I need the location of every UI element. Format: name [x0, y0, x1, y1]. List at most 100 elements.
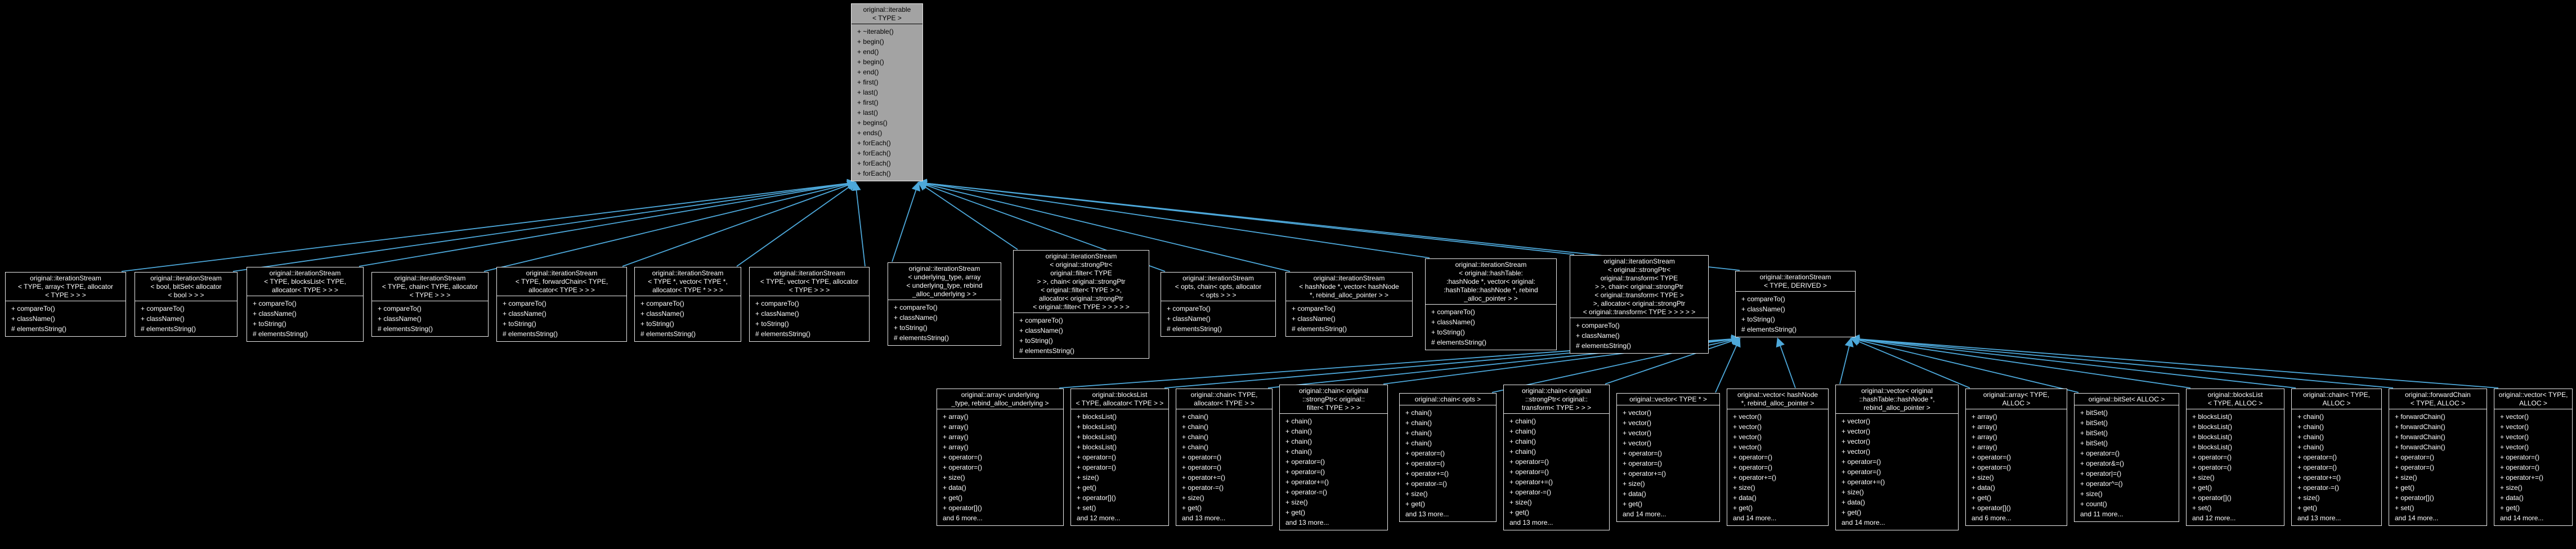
class-member: + vector() — [2500, 413, 2529, 421]
inheritance-edge — [1850, 334, 2499, 389]
class-node-m8[interactable]: original::iterationStream< underlying_ty… — [888, 262, 1001, 346]
class-member: + toString() — [640, 320, 674, 328]
class-node-m5[interactable]: original::iterationStream< TYPE, forward… — [496, 267, 627, 342]
class-member: and 13 more... — [1182, 514, 1226, 522]
class-member: + compareTo() — [1292, 305, 1336, 313]
class-member: + toString() — [894, 324, 928, 332]
class-member: + compareTo() — [1167, 305, 1211, 313]
class-node-b5[interactable]: original::chain< opts >+ chain()+ chain(… — [1399, 393, 1497, 522]
class-member: + first() — [857, 78, 879, 86]
class-members: + compareTo()+ className()+ toString()# … — [888, 300, 1001, 345]
class-member: + blocksList() — [2192, 413, 2233, 421]
class-node-b9[interactable]: original::vector< original::hashTable::h… — [1835, 385, 1959, 530]
class-node-b10[interactable]: original::array< TYPE,ALLOC >+ array()+ … — [1965, 389, 2067, 526]
class-node-b6[interactable]: original::chain< original::strongPtr< or… — [1503, 385, 1610, 530]
class-member: + className() — [1741, 305, 1785, 313]
class-member: + data() — [943, 484, 966, 492]
class-member: + chain() — [1182, 423, 1209, 431]
class-node-b12[interactable]: original::blocksList< TYPE, ALLOC >+ blo… — [2186, 389, 2284, 526]
class-node-m6[interactable]: original::iterationStream< TYPE *, vecto… — [634, 267, 741, 342]
class-title-line: < TYPE > > > — [45, 291, 86, 299]
class-member: + array() — [943, 413, 969, 421]
class-member: + size() — [2297, 494, 2320, 502]
class-node-b8[interactable]: original::vector< hashNode*, rebind_allo… — [1727, 389, 1829, 526]
class-title: original::forwardChain< TYPE, ALLOC > — [2389, 389, 2487, 409]
class-member: and 13 more... — [1285, 519, 1329, 526]
class-node-b13[interactable]: original::chain< TYPE,ALLOC >+ chain()+ … — [2291, 389, 2382, 526]
class-member: + vector() — [1842, 438, 1871, 445]
class-member: and 14 more... — [1733, 514, 1777, 522]
class-title-line: original::blocksList — [1092, 391, 1148, 399]
class-node-b3[interactable]: original::chain< TYPE,allocator< TYPE > … — [1176, 389, 1273, 526]
class-member: + compareTo() — [1431, 308, 1475, 316]
class-member: + operator=() — [1285, 468, 1325, 476]
class-member: + operator=() — [1077, 453, 1117, 461]
class-member: + operator+=() — [1285, 478, 1329, 486]
class-title-line: < TYPE, ALLOC > — [2207, 399, 2263, 407]
class-node-b2[interactable]: original::blocksList< TYPE, allocator< T… — [1070, 389, 1169, 526]
class-member: + size() — [1623, 480, 1645, 488]
class-members: + compareTo()+ className()# elementsStri… — [1570, 318, 1708, 353]
class-node-m13[interactable]: original::iterationStream< original::str… — [1570, 255, 1709, 354]
class-title-line: original::chain< original — [1298, 387, 1369, 395]
class-node-m12[interactable]: original::iterationStream< original::has… — [1425, 258, 1557, 350]
class-title: original::chain< original::strongPtr< or… — [1504, 385, 1609, 414]
class-title-line: < TYPE, DERIVED > — [1764, 282, 1827, 289]
class-member: + bitSet() — [2080, 419, 2108, 427]
class-title-line: original::vector< TYPE, — [2498, 391, 2568, 399]
class-node-b11[interactable]: original::bitSet< ALLOC >+ bitSet()+ bit… — [2074, 393, 2179, 522]
class-node-iterable[interactable]: original::iterable< TYPE >+ ~iterable()+… — [851, 3, 923, 181]
class-member: + className() — [378, 315, 422, 323]
class-member: + set() — [2395, 504, 2414, 512]
class-member: + className() — [894, 314, 938, 322]
class-member: + vector() — [1733, 413, 1762, 421]
class-title: original::blocksList< TYPE, allocator< T… — [1071, 389, 1168, 409]
class-member: + blocksList() — [1077, 443, 1117, 451]
class-members: + forwardChain()+ forwardChain()+ forwar… — [2389, 409, 2487, 525]
class-node-b14[interactable]: original::forwardChain< TYPE, ALLOC >+ f… — [2389, 389, 2487, 526]
class-node-m1[interactable]: original::iterationStream< TYPE, array< … — [5, 272, 126, 337]
class-title-line: original::iterationStream — [526, 269, 598, 277]
class-title-line: allocator< TYPE > > > — [272, 286, 338, 294]
class-node-b4[interactable]: original::chain< original::strongPtr< or… — [1279, 385, 1388, 530]
class-members: + vector()+ vector()+ vector()+ vector()… — [1836, 414, 1958, 530]
class-member: # elementsString() — [755, 330, 811, 338]
class-node-m10[interactable]: original::iterationStream< opts, chain< … — [1161, 272, 1276, 337]
class-member: + bitSet() — [2080, 409, 2108, 417]
class-member: + className() — [141, 315, 185, 323]
class-member: and 6 more... — [1972, 514, 2011, 522]
class-node-m14[interactable]: original::iterationStream< TYPE, DERIVED… — [1735, 271, 1856, 337]
class-member: + operator-=() — [1285, 488, 1328, 496]
class-member: + chain() — [1182, 443, 1209, 451]
class-member: + get() — [1405, 500, 1426, 508]
class-title-line: original::iterationStream — [908, 265, 980, 273]
class-node-b15[interactable]: original::vector< TYPE,ALLOC >+ vector()… — [2494, 389, 2573, 526]
class-node-b1[interactable]: original::array< underlying_type, rebind… — [937, 389, 1064, 526]
class-member: + operator=() — [2297, 453, 2337, 461]
class-member: + get() — [2297, 504, 2318, 512]
inheritance-edge — [736, 181, 857, 267]
class-member: + operator-=() — [1509, 488, 1552, 496]
class-node-m2[interactable]: original::iterationStream< bool, bitSet<… — [135, 272, 238, 337]
class-member: + set() — [2192, 504, 2212, 512]
class-member: + operator|=() — [2080, 470, 2122, 477]
class-title-line: original::iterationStream — [652, 269, 724, 277]
class-member: + bitSet() — [2080, 439, 2108, 447]
class-node-m11[interactable]: original::iterationStream< hashNode *, v… — [1285, 272, 1413, 337]
class-node-m7[interactable]: original::iterationStream< TYPE, vector<… — [749, 267, 870, 342]
class-title-line: < original::filter< TYPE > >, — [1041, 286, 1122, 294]
class-member: + operator=() — [1182, 463, 1222, 471]
class-node-m4[interactable]: original::iterationStream< TYPE, chain< … — [371, 272, 489, 337]
class-title-line: < TYPE *, vector< TYPE *, — [648, 278, 728, 285]
class-member: + operator=() — [943, 463, 983, 471]
class-member: + last() — [857, 88, 879, 96]
class-members: + chain()+ chain()+ chain()+ chain()+ op… — [1280, 414, 1387, 530]
class-members: + compareTo()+ className()# elementsStri… — [1161, 301, 1275, 336]
class-node-m9[interactable]: original::iterationStream< original::str… — [1013, 250, 1149, 359]
class-node-m3[interactable]: original::iterationStream< TYPE, blocksL… — [247, 267, 364, 342]
class-member: + operator=() — [1077, 463, 1117, 471]
class-member: + size() — [1405, 490, 1428, 498]
class-member: and 14 more... — [1842, 519, 1885, 526]
class-node-b7[interactable]: original::vector< TYPE * >+ vector()+ ve… — [1616, 393, 1720, 522]
